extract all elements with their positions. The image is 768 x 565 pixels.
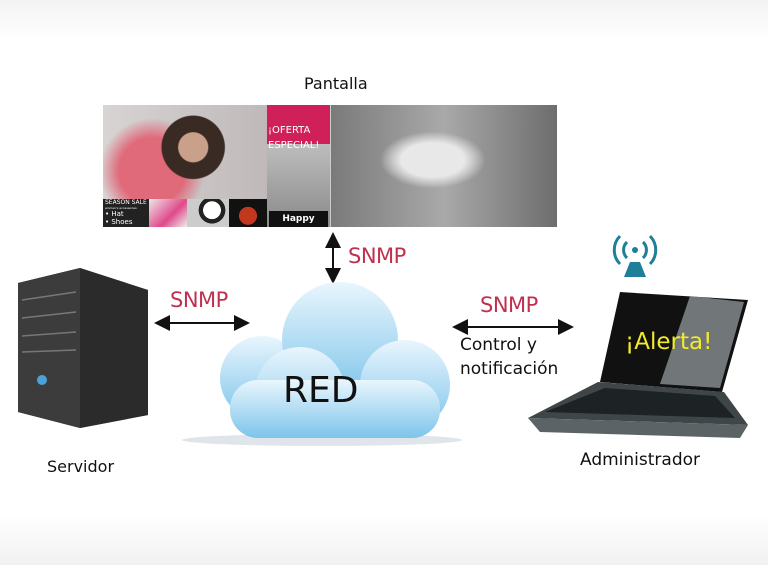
protocol-label-display: SNMP bbox=[348, 244, 406, 268]
laptop-icon bbox=[528, 292, 748, 438]
model-photo-2 bbox=[331, 105, 557, 227]
signage-display: SEASON SALE women's accessories • Hat • … bbox=[103, 105, 557, 227]
server-label: Servidor bbox=[47, 457, 115, 476]
alert-screen-text: ¡Alerta! bbox=[625, 329, 713, 355]
server-tower-icon bbox=[18, 268, 148, 428]
season-item: • Shoes bbox=[105, 218, 133, 226]
happy-hour-banner: Happy Hour bbox=[269, 211, 328, 227]
control-caption-line1: Control y bbox=[460, 335, 537, 355]
product-shoes bbox=[147, 199, 187, 227]
offer-panel: ¡OFERTA ESPECIAL! Happy Hour bbox=[267, 105, 330, 227]
protocol-label-server: SNMP bbox=[170, 288, 228, 312]
control-caption-line2: notificación bbox=[460, 359, 559, 379]
season-sale-panel: SEASON SALE women's accessories • Hat • … bbox=[103, 199, 149, 227]
offer-line2: ESPECIAL! bbox=[268, 140, 320, 151]
wireless-signal-icon bbox=[612, 234, 658, 277]
admin-label: Administrador bbox=[580, 450, 701, 470]
product-hat bbox=[188, 199, 228, 227]
happy-hour-text: Happy Hour bbox=[282, 214, 315, 224]
protocol-label-admin: SNMP bbox=[480, 293, 538, 317]
model-photo-1 bbox=[103, 105, 267, 199]
season-sale-title: SEASON SALE bbox=[105, 199, 147, 206]
season-item: • Hat bbox=[105, 210, 124, 218]
cloud-icon bbox=[182, 282, 462, 446]
network-label: RED bbox=[283, 370, 359, 411]
product-bag bbox=[229, 199, 267, 227]
offer-line1: ¡OFERTA bbox=[268, 125, 311, 136]
display-label: Pantalla bbox=[304, 74, 368, 93]
season-sale-sub: women's accessories bbox=[105, 206, 137, 210]
